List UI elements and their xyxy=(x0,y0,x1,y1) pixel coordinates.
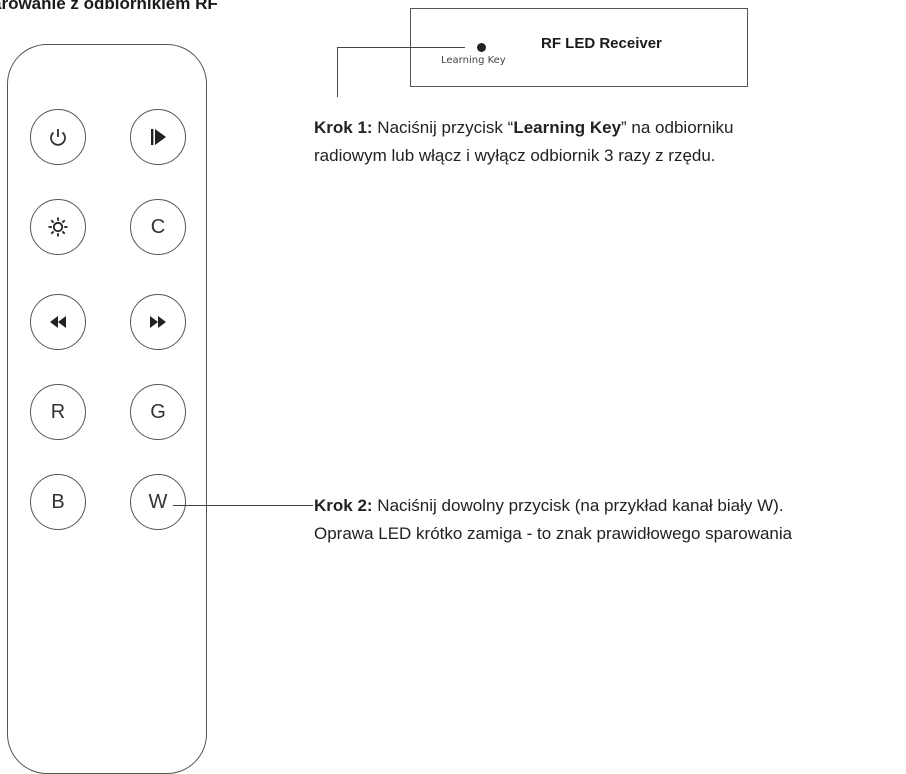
receiver-title: RF LED Receiver xyxy=(541,35,662,52)
step2-line2: Oprawa LED krótko zamiga - to znak prawi… xyxy=(314,524,793,543)
g-button[interactable]: G xyxy=(130,384,186,440)
fast-forward-icon xyxy=(147,311,169,333)
step1-leader-vertical xyxy=(337,47,339,97)
step2-leader xyxy=(173,505,313,507)
rewind-button[interactable] xyxy=(30,294,86,350)
step1-line1: Krok 1: Naciśnij przycisk “Learning Key”… xyxy=(314,114,734,142)
w-button[interactable]: W xyxy=(130,474,186,530)
power-icon xyxy=(47,126,69,148)
c-button-label: C xyxy=(150,215,166,238)
b-button[interactable]: B xyxy=(30,474,86,530)
fast-forward-button[interactable] xyxy=(130,294,186,350)
learning-key-dot[interactable] xyxy=(477,43,486,52)
step1-text-a: Naciśnij przycisk “ xyxy=(372,118,514,137)
rewind-icon xyxy=(47,311,69,333)
page-title: arowanie z odbiornikiem RF xyxy=(0,0,218,13)
power-button[interactable] xyxy=(30,109,86,165)
step2-label: Krok 2: xyxy=(314,496,373,515)
g-button-label: G xyxy=(150,400,166,423)
step1-text-b: ” na odbiorniku xyxy=(621,118,734,137)
play-pause-icon xyxy=(147,126,169,148)
step2-text: Krok 2: Naciśnij dowolny przycisk (na pr… xyxy=(314,492,792,548)
b-button-label: B xyxy=(51,490,65,513)
step2-line1: Krok 2: Naciśnij dowolny przycisk (na pr… xyxy=(314,492,792,520)
brightness-icon xyxy=(47,216,69,238)
r-button-label: R xyxy=(50,400,66,423)
brightness-button[interactable] xyxy=(30,199,86,255)
c-button[interactable]: C xyxy=(130,199,186,255)
step2-text-a: Naciśnij dowolny przycisk (na przykład k… xyxy=(372,496,784,515)
step1-key: Learning Key xyxy=(513,118,622,137)
learning-key-label: Learning Key xyxy=(441,55,506,66)
w-button-label: W xyxy=(148,490,168,513)
rf-led-receiver: Learning Key RF LED Receiver xyxy=(410,8,748,87)
r-button[interactable]: R xyxy=(30,384,86,440)
play-pause-button[interactable] xyxy=(130,109,186,165)
step1-text: Krok 1: Naciśnij przycisk “Learning Key”… xyxy=(314,114,734,170)
step1-line2: radiowym lub włącz i wyłącz odbiornik 3 … xyxy=(314,146,716,165)
step1-label: Krok 1: xyxy=(314,118,373,137)
step1-leader-horizontal xyxy=(337,47,465,49)
